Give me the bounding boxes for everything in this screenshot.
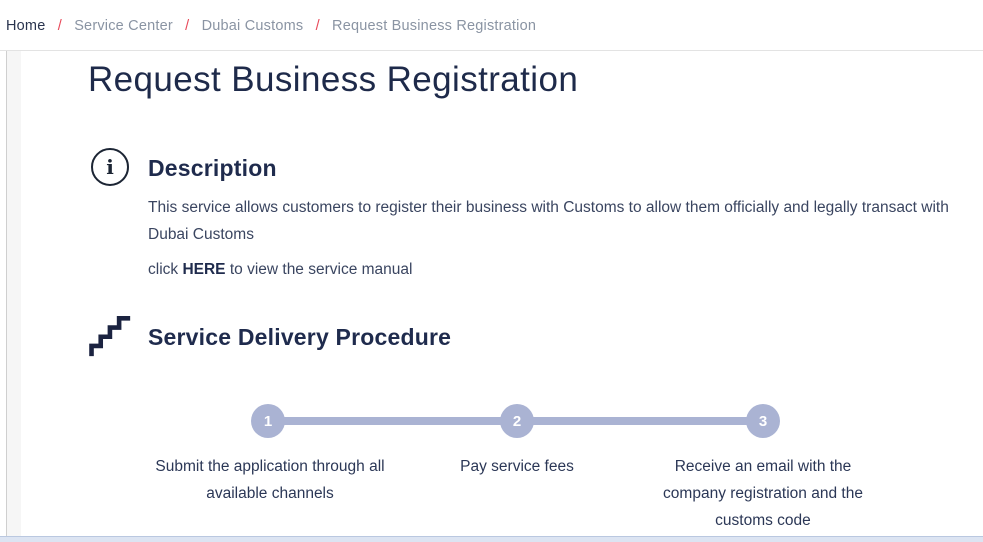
service-manual-line: click HERE to view the service manual xyxy=(148,261,412,279)
here-link[interactable]: HERE xyxy=(182,261,226,278)
info-icon-glyph: i xyxy=(106,155,114,179)
manual-line-suffix: to view the service manual xyxy=(225,261,413,278)
description-heading: Description xyxy=(148,155,277,181)
info-icon: i xyxy=(91,148,129,186)
breadcrumb-home[interactable]: Home xyxy=(6,18,46,34)
step-number: 2 xyxy=(512,412,522,430)
breadcrumb-dubai-customs[interactable]: Dubai Customs xyxy=(201,18,304,34)
step-circle-1: 1 xyxy=(251,404,285,438)
step-label-1: Submit the application through all avail… xyxy=(155,458,385,502)
step-number: 1 xyxy=(263,412,273,430)
header-divider xyxy=(0,50,983,51)
page-title: Request Business Registration xyxy=(88,60,579,99)
breadcrumb: Home / Service Center / Dubai Customs / … xyxy=(6,18,536,34)
left-page-gutter xyxy=(6,51,21,536)
next-section-edge xyxy=(0,536,983,542)
breadcrumb-service-center[interactable]: Service Center xyxy=(74,18,173,34)
breadcrumb-current-page: Request Business Registration xyxy=(332,18,537,34)
breadcrumb-separator: / xyxy=(315,18,320,34)
step-label-2: Pay service fees xyxy=(460,458,574,475)
step-circle-3: 3 xyxy=(746,404,780,438)
procedure-heading: Service Delivery Procedure xyxy=(148,324,452,350)
step-circle-2: 2 xyxy=(500,404,534,438)
step-number: 3 xyxy=(758,412,768,430)
breadcrumb-separator: / xyxy=(185,18,190,34)
breadcrumb-separator: / xyxy=(57,18,62,34)
stairs-icon xyxy=(86,311,132,362)
description-body: This service allows customers to registe… xyxy=(148,199,949,243)
step-label-3: Receive an email with the company regist… xyxy=(663,458,863,529)
manual-line-prefix: click xyxy=(148,261,183,278)
